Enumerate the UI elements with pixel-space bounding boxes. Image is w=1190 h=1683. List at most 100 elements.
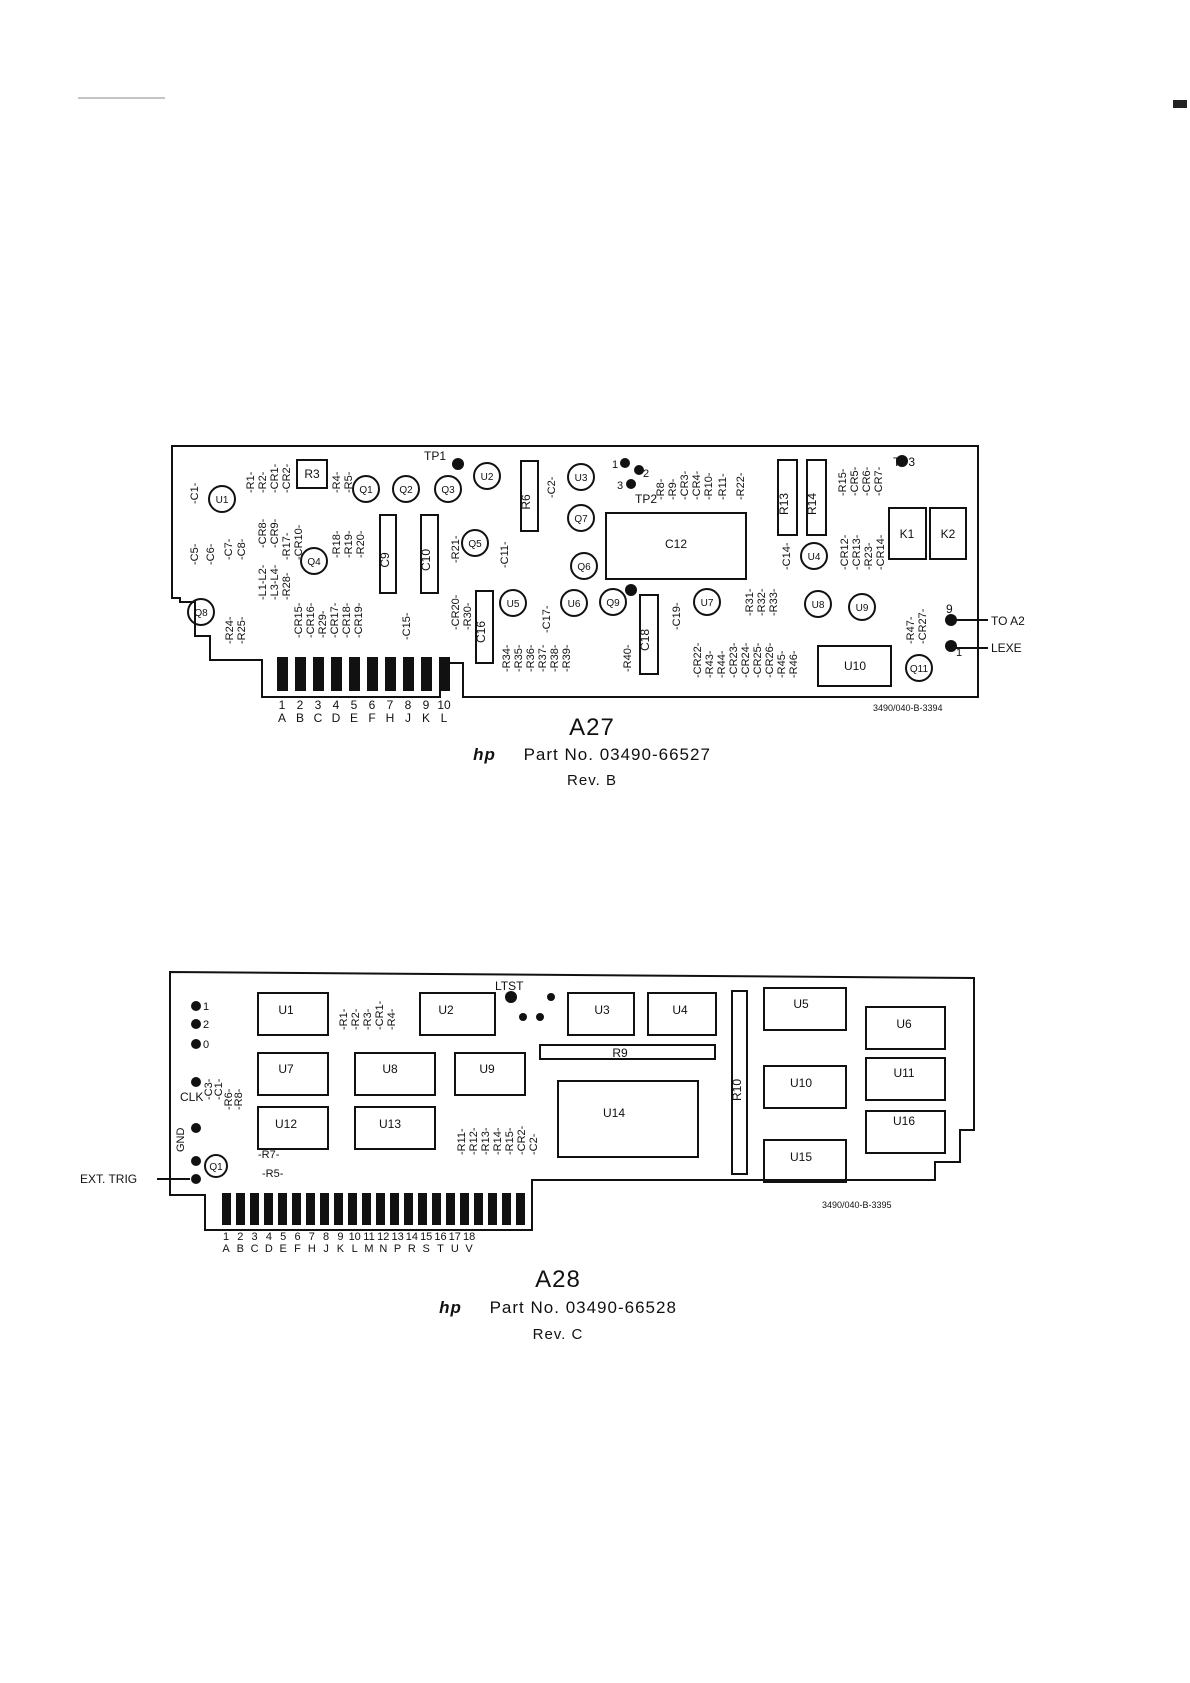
a27-revision: Rev. B xyxy=(567,772,617,789)
a27-label-q5: Q5 xyxy=(468,539,482,550)
a27-dot-label-1: 1 xyxy=(612,459,618,471)
a28-q1-label: Q1 xyxy=(209,1162,223,1173)
svg-text:-CR12-: -CR12- xyxy=(839,534,851,570)
a28-label-u13: U13 xyxy=(379,1117,401,1131)
svg-text:-L1-L2-: -L1-L2- xyxy=(257,564,269,600)
a28-dot-label-2: 2 xyxy=(203,1019,209,1031)
a27-label-u6: U6 xyxy=(568,599,581,610)
a28-component-designators: -R1- -R2- -R3- -CR1- -R4- -C3- -C1- -R6-… xyxy=(203,1000,540,1180)
a28-dot-label-1: 1 xyxy=(203,1001,209,1013)
a28-label-r10: R10 xyxy=(730,1079,744,1101)
a27-edge-fingers xyxy=(277,657,450,691)
a27-label-u3: U3 xyxy=(575,473,588,484)
svg-text:-R8-: -R8- xyxy=(655,478,667,500)
a28-edge-number: 13 xyxy=(391,1231,403,1243)
a28-gnd-label: GND xyxy=(175,1128,187,1153)
a27-to-a2-label: TO A2 xyxy=(991,614,1025,628)
a28-drawing-number: 3490/040-B-3395 xyxy=(822,1200,892,1210)
svg-text:-R12-: -R12- xyxy=(468,1127,480,1155)
a27-label-q8: Q8 xyxy=(194,608,208,619)
a27-label-q11: Q11 xyxy=(910,664,929,675)
a28-label-u5: U5 xyxy=(793,997,809,1011)
a28-label-u1: U1 xyxy=(278,1003,294,1017)
a28-ext-trig-label: EXT. TRIG xyxy=(80,1172,137,1186)
svg-text:-CR18-: -CR18- xyxy=(341,602,353,638)
svg-text:-C1-: -C1- xyxy=(213,1078,225,1100)
a27-edge-letter: H xyxy=(386,711,395,725)
svg-text:-CR1-: -CR1- xyxy=(269,463,281,493)
a28-label-u12: U12 xyxy=(275,1117,297,1131)
a28-edge-number: 16 xyxy=(434,1231,446,1243)
svg-text:-CR23-: -CR23- xyxy=(728,642,740,678)
a28-edge-letter: R xyxy=(408,1243,416,1255)
svg-text:-R25-: -R25- xyxy=(236,616,248,644)
a28-edge-number: 18 xyxy=(463,1231,475,1243)
a27-label-r14: R14 xyxy=(805,493,819,515)
a27-edge-number: 9 xyxy=(423,698,430,712)
a27-component-q2 xyxy=(392,475,420,503)
a28-label-u8: U8 xyxy=(382,1062,398,1076)
a28-edge-number: 6 xyxy=(294,1231,300,1243)
svg-text:-C2-: -C2- xyxy=(546,476,558,498)
a27-label-r13: R13 xyxy=(777,493,791,515)
svg-text:-R2-: -R2- xyxy=(350,1008,362,1030)
a28-edge-letter: A xyxy=(222,1243,230,1255)
a27-component-u2 xyxy=(473,462,501,490)
svg-text:-CR19-: -CR19- xyxy=(353,602,365,638)
a28-hp-logo: hp xyxy=(439,1298,462,1317)
svg-text:-CR13-: -CR13- xyxy=(851,534,863,570)
a27-lexe-label: LEXE xyxy=(991,641,1022,655)
svg-text:-R47-: -R47- xyxy=(905,616,917,644)
svg-text:-C2-: -C2- xyxy=(528,1133,540,1155)
svg-text:-C14-: -C14- xyxy=(781,542,793,570)
a27-part-label: Part No. xyxy=(523,745,594,764)
a28-label-r9: R9 xyxy=(612,1046,628,1060)
a28-ltst-label: LTST xyxy=(495,979,524,993)
svg-text:-R39-: -R39- xyxy=(561,644,573,672)
a27-edge-letter: A xyxy=(278,711,286,725)
a27-test-points xyxy=(452,455,957,652)
a27-label-c9: C9 xyxy=(378,552,392,568)
a27-edge-letter: B xyxy=(296,711,304,725)
a27-label-q7: Q7 xyxy=(574,514,588,525)
a28-edge-letter: K xyxy=(337,1243,345,1255)
svg-text:-R11-: -R11- xyxy=(717,473,729,500)
a27-dot-label-2: 2 xyxy=(643,468,649,480)
svg-text:-R31-: -R31- xyxy=(744,588,756,616)
svg-text:-R17-: -R17- xyxy=(281,532,293,560)
a28-edge-letter: N xyxy=(379,1243,387,1255)
a27-label-q9: Q9 xyxy=(606,598,620,609)
svg-text:-R21-: -R21- xyxy=(450,535,462,563)
a28-edge-number: 8 xyxy=(323,1231,329,1243)
a27-label-u4: U4 xyxy=(808,552,821,563)
a28-edge-letter: H xyxy=(308,1243,316,1255)
a27-label-c12: C12 xyxy=(665,537,687,551)
a28-edge-letter: J xyxy=(323,1243,329,1255)
svg-text:-CR3-: -CR3- xyxy=(679,470,691,500)
a27-component-q9 xyxy=(599,588,627,616)
svg-text:-R3-: -R3- xyxy=(362,1008,374,1030)
a27-label-u8: U8 xyxy=(812,600,825,611)
a27-pin9-label: 9 xyxy=(946,602,953,616)
a27-label-k2: K2 xyxy=(941,527,956,541)
a28-edge-letter: L xyxy=(352,1243,358,1255)
a27-edge-letter: F xyxy=(368,711,375,725)
svg-text:-CR15-: -CR15- xyxy=(293,602,305,638)
a27-label-q3: Q3 xyxy=(441,485,455,496)
a27-component-q3 xyxy=(434,475,462,503)
a27-edge-number: 5 xyxy=(351,698,358,712)
a28-label-u15: U15 xyxy=(790,1150,812,1164)
svg-text:-CR24-: -CR24- xyxy=(740,642,752,678)
a28-edge-letter: V xyxy=(465,1243,473,1255)
svg-text:-CR20-: -CR20- xyxy=(450,594,462,630)
a28-edge-letter: P xyxy=(394,1243,401,1255)
svg-text:-R30-: -R30- xyxy=(462,602,474,630)
svg-text:-R15-: -R15- xyxy=(837,468,849,496)
a27-edge-number: 6 xyxy=(369,698,376,712)
a27-edge-letter: D xyxy=(332,711,341,725)
a28-label-u16: U16 xyxy=(893,1114,915,1128)
svg-text:-C11-: -C11- xyxy=(499,541,511,568)
a28-label-u11: U11 xyxy=(893,1066,914,1080)
a28-label-u14: U14 xyxy=(603,1106,625,1120)
a27-component-u6 xyxy=(560,589,588,617)
